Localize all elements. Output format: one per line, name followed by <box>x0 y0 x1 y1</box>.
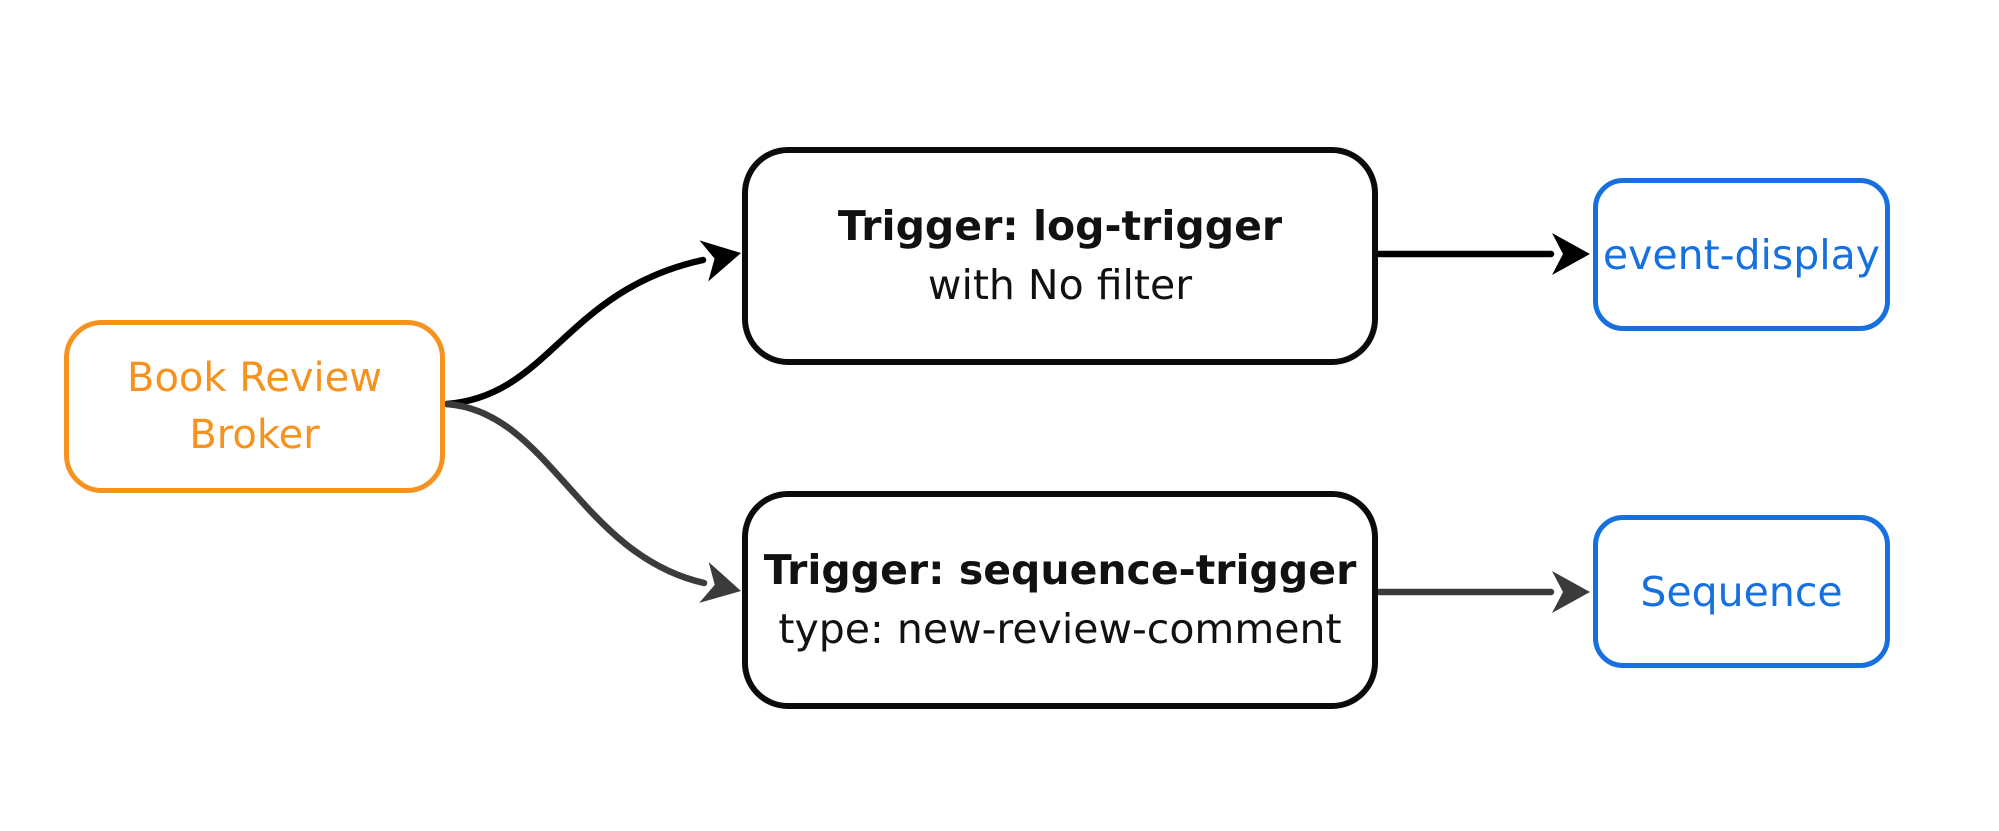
log-trigger-subtitle: with No filter <box>927 261 1193 309</box>
edge-sequence-trigger-to-sequence <box>1375 571 1590 613</box>
sequence-label: Sequence <box>1640 567 1843 616</box>
edge-line <box>443 400 708 587</box>
arrowhead-icon <box>1552 571 1590 613</box>
node-sequence-trigger: Trigger: sequence-trigger type: new-revi… <box>742 491 1378 709</box>
arrowhead-icon <box>1552 233 1590 275</box>
sequence-trigger-subtitle: type: new-review-comment <box>778 605 1342 653</box>
sequence-trigger-title: Trigger: sequence-trigger <box>763 546 1357 594</box>
edge-line <box>443 256 707 408</box>
broker-label-line-2: Broker <box>189 411 320 458</box>
arrowhead-icon <box>699 561 741 603</box>
node-log-trigger: Trigger: log-trigger with No filter <box>742 147 1378 365</box>
node-event-display: event-display <box>1593 178 1890 331</box>
arrowhead-icon <box>699 240 741 282</box>
edge-broker-to-log-trigger <box>443 240 741 408</box>
event-display-label: event-display <box>1602 230 1881 279</box>
broker-label-line-1: Book Review <box>127 354 382 401</box>
edge-broker-to-sequence-trigger <box>443 400 741 603</box>
node-sequence: Sequence <box>1593 515 1890 668</box>
node-book-review-broker: Book Review Broker <box>64 320 445 493</box>
edge-log-trigger-to-event-display <box>1375 233 1590 275</box>
log-trigger-title: Trigger: log-trigger <box>837 202 1283 250</box>
